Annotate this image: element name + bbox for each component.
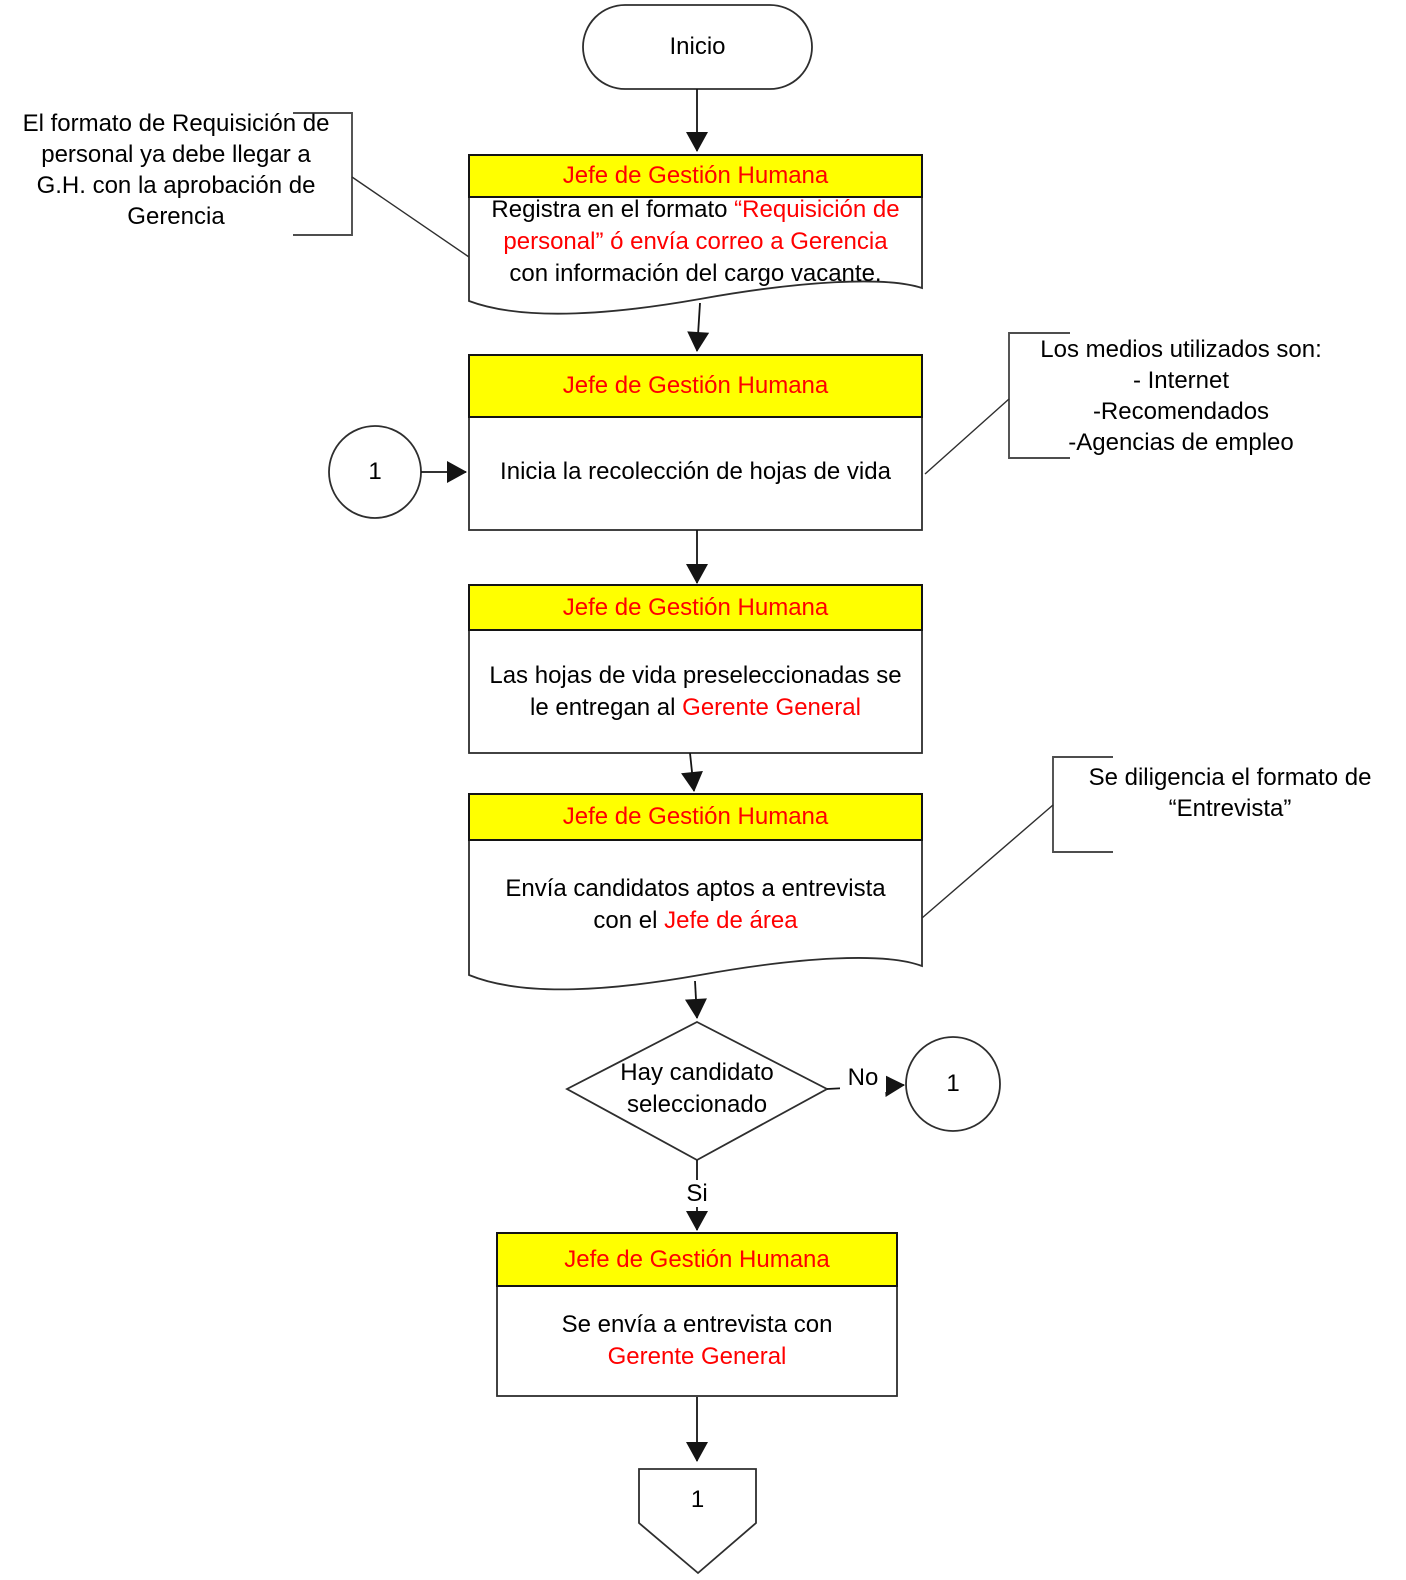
step2-header-label: Jefe de Gestión Humana [562, 372, 829, 399]
step4-header-label: Jefe de Gestión Humana [562, 803, 829, 830]
step3-header-label: Jefe de Gestión Humana [562, 593, 829, 621]
step5-body-text: Se envía a entrevista con Gerente Genera… [561, 1311, 833, 1370]
step3-body-text: Las hojas de vida preseleccionadas se le… [489, 661, 902, 721]
step2-header-band [468, 354, 923, 418]
connector-circle-left-label: 1 [368, 458, 382, 485]
annotation2-callout-line [924, 398, 1010, 475]
yes-branch-label: Si [677, 1180, 717, 1207]
step5-header-band [496, 1232, 898, 1287]
annotation2-bracket [1008, 332, 1070, 459]
step4-document-shape [468, 793, 923, 991]
annotation2-text: Los medios utilizados son:- Internet-Rec… [1040, 336, 1322, 456]
step1-header-label: Jefe de Gestión Humana [562, 162, 829, 189]
step3-header-band [468, 584, 923, 631]
step2-body-text: Inicia la recolección de hojas de vida [500, 458, 891, 485]
offpage-connector-label: 1 [690, 1486, 705, 1513]
annotation3-text: Se diligencia el formato de“Entrevista” [1088, 764, 1372, 822]
no-branch-label: No [840, 1064, 886, 1092]
annotation1-bracket [293, 112, 353, 236]
start-label: Inicio [669, 33, 726, 60]
arrow-step4-to-decision [684, 980, 707, 1019]
annotation3-bracket [1052, 756, 1113, 853]
arrow-step3-to-step4 [681, 752, 703, 792]
arrow-step1-to-step2 [687, 302, 710, 352]
step4-body-text: Envía candidatos aptos a entrevista con … [505, 875, 886, 934]
step1-body-text: Registra en el formato “Requisición de p… [491, 196, 900, 287]
step4-header-band [468, 793, 923, 841]
annotation3-callout-line [921, 804, 1054, 919]
offpage-connector-shape [638, 1468, 757, 1575]
connector-circle-right-shape [905, 1036, 1001, 1132]
connector-circle-right-label: 1 [946, 1070, 960, 1097]
step1-header-band [468, 154, 923, 198]
annotation1-callout-line [351, 176, 470, 258]
step5-header-label: Jefe de Gestión Humana [564, 1245, 830, 1273]
